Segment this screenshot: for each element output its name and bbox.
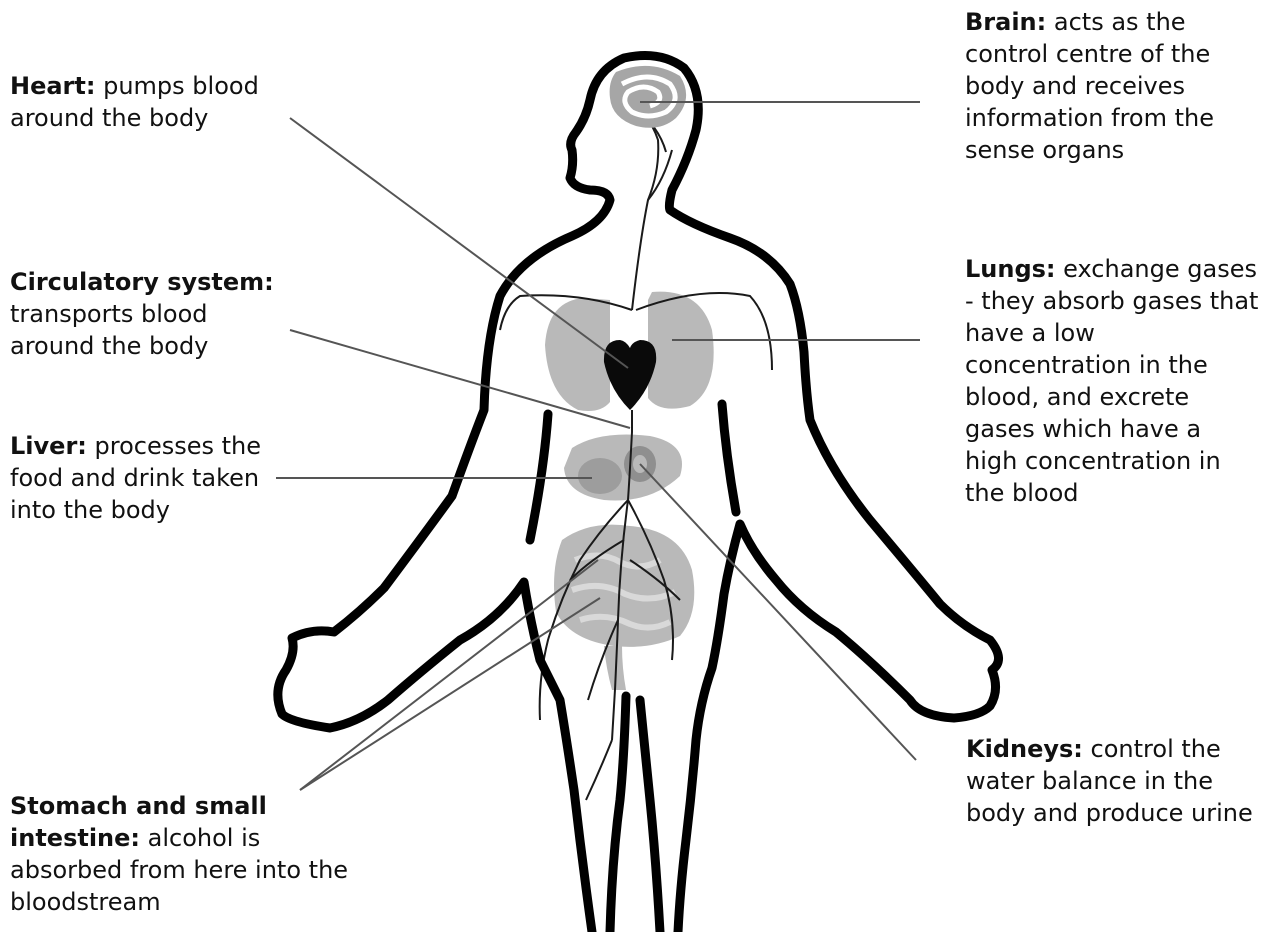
lungs-label: Lungs: exchange gases - they absorb gase… <box>965 253 1260 509</box>
kidneys-label-name: Kidneys: <box>966 735 1083 763</box>
kidneys-label: Kidneys: control the water balance in th… <box>966 733 1256 829</box>
circulatory-label-name: Circulatory system: <box>10 268 274 296</box>
brain-label: Brain: acts as the control centre of the… <box>965 6 1260 166</box>
stomach-intestine-label: Stomach and small intestine: alcohol is … <box>10 790 350 918</box>
inner-leg-right <box>640 700 660 932</box>
circulatory-system-label: Circulatory system: transports blood aro… <box>10 266 290 362</box>
lungs-label-name: Lungs: <box>965 255 1056 283</box>
heart-leader <box>290 118 628 368</box>
arm-inner-right <box>722 404 736 512</box>
brain-label-name: Brain: <box>965 8 1046 36</box>
heart-label-name: Heart: <box>10 72 95 100</box>
stomach <box>578 458 622 494</box>
heart <box>604 340 656 410</box>
liver-label-name: Liver: <box>10 432 87 460</box>
liver-label: Liver: processes the food and drink take… <box>10 430 275 526</box>
circulatory-label-text: transports blood around the body <box>10 300 208 360</box>
lungs-label-text: exchange gases - they absorb gases that … <box>965 255 1258 507</box>
right-lung <box>648 292 714 409</box>
heart-label: Heart: pumps blood around the body <box>10 70 290 134</box>
stomach-leader-1 <box>300 560 598 790</box>
